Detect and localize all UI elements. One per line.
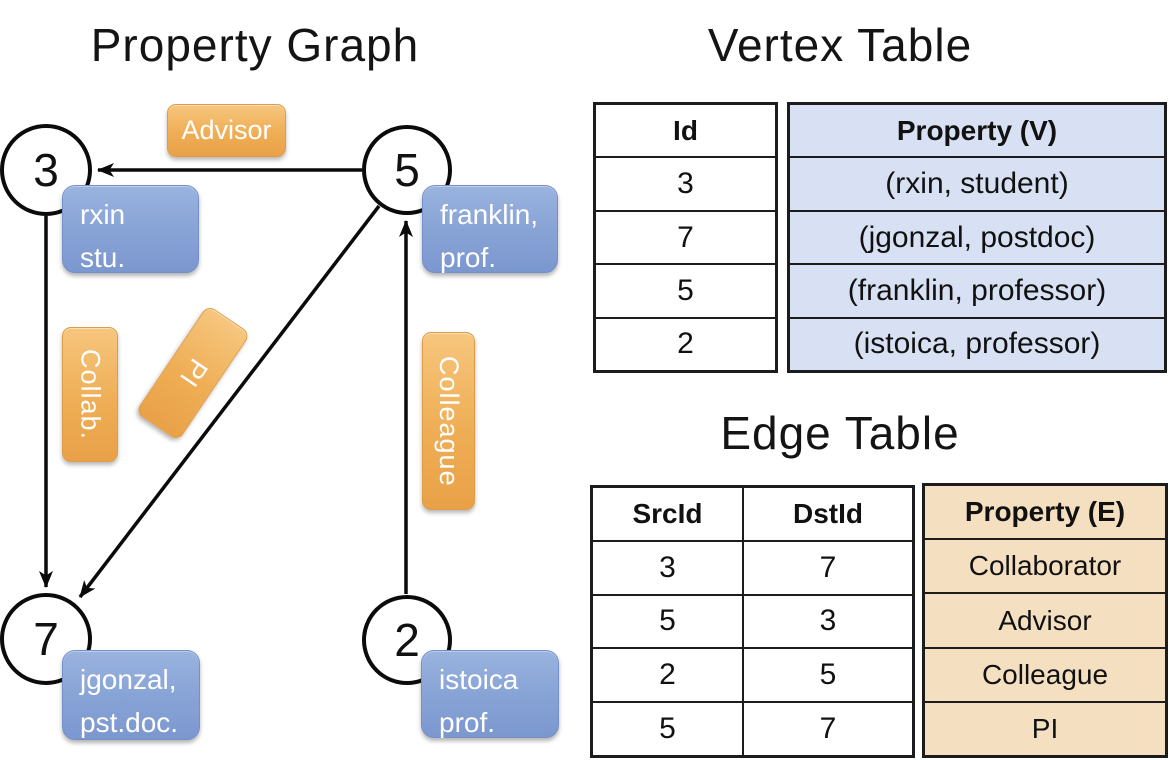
vertex-table-id-header: Id [673,114,698,146]
edge-label-text: Colleague [434,355,464,487]
vertex-property-line: prof. [440,242,497,274]
edge-label-text: Advisor [181,115,272,145]
edge-label-collab: Collab. [62,327,118,462]
vertex-table-property-cell: (rxin, student) [790,156,1164,210]
vertex-table-id-cell: 5 [596,263,775,316]
edge-table-property-cell: Advisor [925,592,1165,647]
vertex-table-property-column: Property (V) (rxin, student) (jgonzal, p… [787,102,1167,373]
edge-label-text: Collab. [75,348,106,441]
vertex-table-title: Vertex Table [707,19,973,71]
edge-table-dstid-cell: 3 [744,593,912,648]
edge-label-advisor: Advisor [167,104,286,157]
vertex-table-property-cell: (istoica, professor) [790,316,1164,371]
edge-table-srcid-cell: 3 [593,539,742,594]
edge-table-dstid-cell: 7 [744,539,912,594]
vertex-table-property-cell: (franklin, professor) [790,263,1164,317]
edge-line-5-to-7 [78,204,381,599]
node-id-label: 5 [394,144,420,196]
vertex-table-id-cell: 3 [596,156,775,209]
edge-table-property-cell: PI [925,700,1165,756]
vertex-table-id-cell: 2 [596,316,775,370]
vertex-property-box-jgonzal: jgonzal, pst.doc. [62,650,200,740]
node-id-label: 2 [394,614,420,666]
edge-table-dstid-cell: 5 [744,647,912,701]
graph-node-2: 2 [362,595,452,685]
vertex-table-property-header: Property (V) [790,105,1164,157]
vertex-property-line: rxin [80,199,126,230]
edge-label-text: PI [173,353,214,394]
property-graph-title: Property Graph [90,19,420,71]
vertex-property-line: stu. [80,242,126,274]
edge-table-title: Edge Table [720,407,960,459]
edge-table-property-header: Property (E) [925,486,1165,539]
edge-table-srcid-cell: 5 [593,593,742,648]
vertex-table-id-column: Id 3 7 5 2 [593,102,778,373]
graph-edges-svg [39,163,413,599]
edge-table-property-cell: Collaborator [925,538,1165,593]
vertex-table-property-cell: (jgonzal, postdoc) [790,209,1164,264]
vertex-property-line: franklin, [440,199,539,230]
vertex-property-box-rxin: rxin stu. [62,185,199,273]
edge-table-property-column: Property (E) Collaborator Advisor Collea… [922,483,1168,758]
edge-table-srcid-header: SrcId [632,497,703,529]
graph-node-5: 5 [362,125,452,215]
edge-table-srcid-cell: 2 [593,647,742,701]
edge-table-property-cell: Colleague [925,646,1165,701]
edge-table-dstid-header: DstId [793,497,863,529]
edge-table-srcid-cell: 5 [593,701,742,755]
node-id-label: 3 [33,144,59,196]
edge-table-id-columns: SrcId 3 5 2 5 DstId 7 3 5 7 [590,485,915,758]
edge-label-colleague: Colleague [422,332,475,510]
edge-table-dstid-column: DstId 7 3 5 7 [742,485,915,758]
vertex-table-id-cell: 7 [596,209,775,263]
vertex-property-line: prof. [439,707,496,739]
vertex-property-box-istoica: istoica prof. [421,650,559,738]
vertex-property-line: jgonzal, [80,664,177,695]
vertex-property-line: istoica [439,664,519,695]
vertex-property-line: pst.doc. [80,707,179,739]
edge-table-dstid-cell: 7 [744,701,912,755]
node-id-label: 7 [33,613,59,665]
edge-table-srcid-column: SrcId 3 5 2 5 [590,485,745,758]
vertex-property-box-franklin: franklin, prof. [422,185,558,273]
